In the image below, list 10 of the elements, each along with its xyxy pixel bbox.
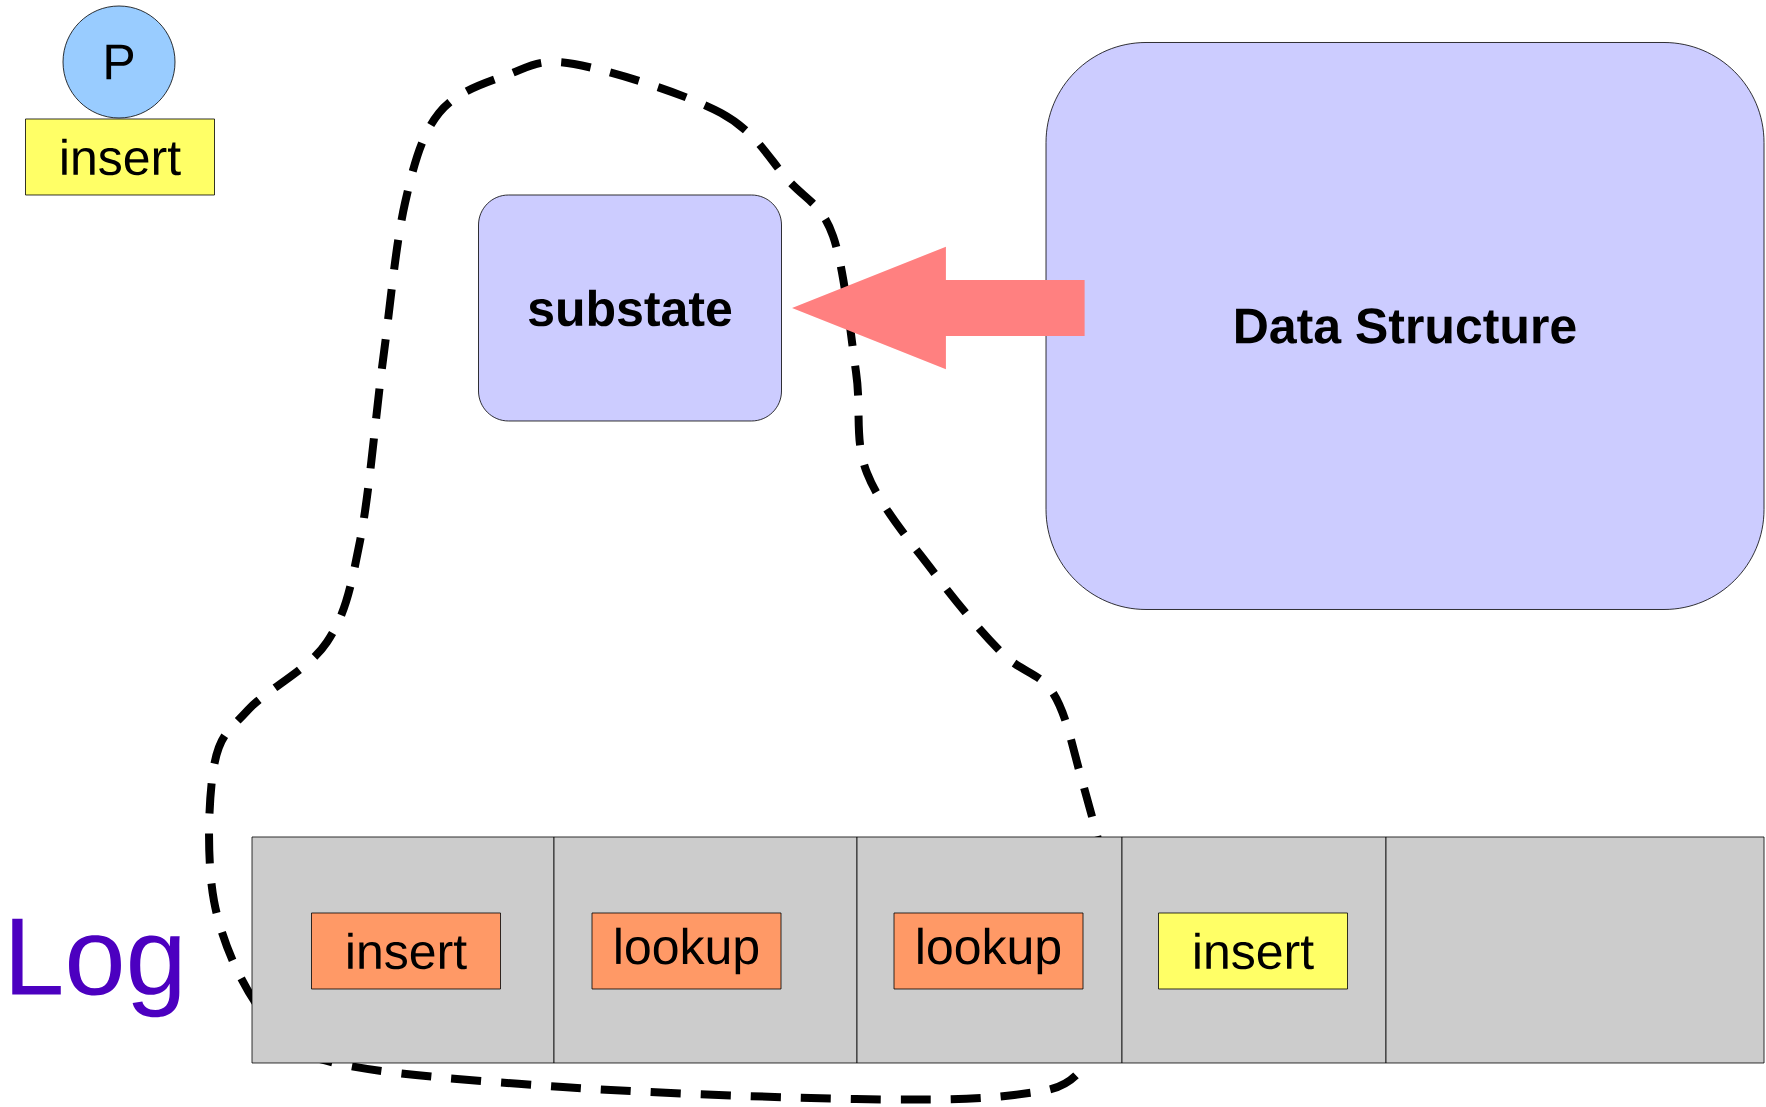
operation-box: insert (25, 118, 215, 196)
log-cell (1385, 836, 1765, 1064)
data-structure-box: Data Structure (1045, 42, 1765, 610)
operation-box: lookup (591, 912, 782, 990)
operation-box: lookup (893, 912, 1084, 990)
operation-box: insert (311, 912, 501, 990)
substate-box: substate (478, 194, 782, 422)
circle-node: P (62, 5, 176, 119)
log-label: Log (12, 918, 180, 1018)
operation-box: insert (1158, 912, 1348, 990)
